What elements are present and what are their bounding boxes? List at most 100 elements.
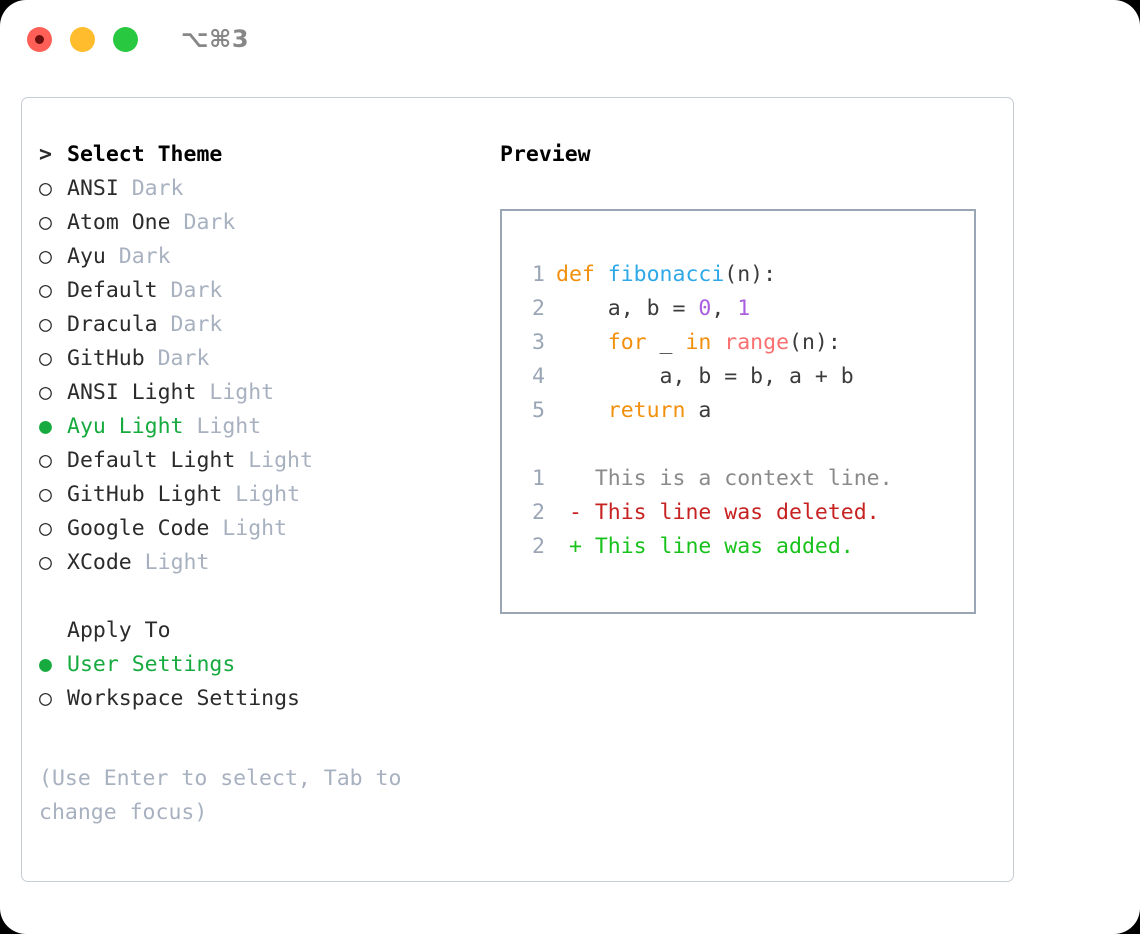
option-label: Default Light (67, 448, 236, 473)
apply-to-header-label: Apply To (67, 618, 171, 643)
maximize-window-button[interactable] (113, 26, 138, 52)
radio-selected-icon: ● (39, 414, 52, 439)
radio-unselected-icon: ○ (39, 176, 52, 201)
code-token: (n): (789, 330, 841, 355)
code-token: a, b = b, a + b (556, 364, 854, 389)
option-variant-label: Light (209, 516, 288, 541)
radio-selected-icon: ● (39, 652, 52, 677)
option-label: Workspace Settings (67, 686, 300, 711)
radio-unselected-icon: ○ (39, 210, 52, 235)
code-token: def (556, 262, 608, 287)
option-variant-label: Light (196, 380, 275, 405)
diff-line-1: 2 - This line was deleted. (502, 496, 974, 530)
theme-option-8[interactable]: ○ Default Light Light (39, 444, 479, 478)
code-line-0: 1 def fibonacci(n): (502, 258, 974, 292)
line-number: 2 (532, 500, 545, 525)
option-variant-label: Dark (157, 312, 223, 337)
theme-option-2[interactable]: ○Ayu Dark (39, 240, 479, 274)
radio-unselected-icon: ○ (39, 516, 52, 541)
minimize-window-button[interactable] (70, 26, 95, 52)
theme-option-1[interactable]: ○Atom One Dark (39, 206, 479, 240)
code-line-3: 4 a, b = b, a + b (502, 360, 974, 394)
diff-line-0: 1 This is a context line. (502, 462, 974, 496)
line-number: 1 (532, 262, 545, 287)
code-token: return (556, 398, 686, 423)
preview-title: Preview (500, 142, 591, 167)
apply-option-1[interactable]: ○ Workspace Settings (39, 682, 479, 716)
theme-list: ○ANSI Dark○Atom One Dark○Ayu Dark○Defaul… (39, 172, 479, 580)
theme-option-3[interactable]: ○Default Dark (39, 274, 479, 308)
line-number: 2 (532, 296, 545, 321)
option-label: Atom One (67, 210, 171, 235)
option-label: ANSI (67, 176, 119, 201)
radio-unselected-icon: ○ (39, 686, 52, 711)
theme-option-9[interactable]: ○ GitHub Light Light (39, 478, 479, 512)
radio-unselected-icon: ○ (39, 550, 52, 575)
apply-option-0[interactable]: ● User Settings (39, 648, 479, 682)
code-token: _ (646, 330, 686, 355)
record-indicator-icon (35, 34, 44, 44)
radio-unselected-icon: ○ (39, 482, 52, 507)
option-label: User Settings (67, 652, 236, 677)
code-line-1: 2 a, b = 0, 1 (502, 292, 974, 326)
select-theme-header-label: Select Theme (67, 142, 223, 167)
code-token: range (724, 330, 790, 355)
section-spacer (39, 580, 479, 614)
diff-snippet: 1 This is a context line.2 - This line w… (502, 462, 974, 564)
window-controls (27, 26, 138, 52)
theme-option-0[interactable]: ○ ANSI Dark (39, 172, 479, 206)
code-token: for (556, 330, 647, 355)
code-token: a, b = (556, 296, 699, 321)
option-variant-label: Dark (118, 176, 184, 201)
option-variant-label: Dark (157, 278, 223, 303)
keyboard-hint-text: (Use Enter to select, Tab to change focu… (39, 766, 402, 825)
code-line-4: 5 return a (502, 394, 974, 428)
main-panel: > Select Theme ○ANSI Dark○Atom One Dark○… (21, 97, 1014, 882)
radio-unselected-icon: ○ (39, 448, 52, 473)
option-variant-label: Dark (144, 346, 210, 371)
option-variant-label: Light (222, 482, 301, 507)
radio-unselected-icon: ○ (39, 312, 52, 337)
code-token: a (685, 398, 712, 423)
line-number: 2 (532, 534, 545, 559)
line-number: 1 (532, 466, 545, 491)
keyboard-shortcut-label: ⌥⌘3 (181, 25, 250, 53)
diff-line-2: 2 + This line was added. (502, 530, 974, 564)
theme-picker-column: > Select Theme ○ANSI Dark○Atom One Dark○… (39, 138, 479, 716)
title-bar: ⌥⌘3 (0, 0, 1140, 78)
code-token: fibonacci (607, 262, 725, 287)
option-label: ANSI Light (67, 380, 197, 405)
code-token: + This line was added. (556, 534, 854, 559)
option-label: Ayu Light (67, 414, 184, 439)
code-token: , (711, 296, 738, 321)
option-variant-label: Light (183, 414, 262, 439)
option-label: GitHub Light (67, 482, 223, 507)
option-label: Dracula (67, 312, 158, 337)
theme-option-11[interactable]: ○ XCode Light (39, 546, 479, 580)
theme-option-6[interactable]: ○ ANSI Light Light (39, 376, 479, 410)
theme-option-5[interactable]: ○ GitHub Dark (39, 342, 479, 376)
theme-option-7[interactable]: ● Ayu Light Light (39, 410, 479, 444)
theme-option-10[interactable]: ○ Google Code Light (39, 512, 479, 546)
option-label: Default (67, 278, 158, 303)
theme-option-4[interactable]: ○ Dracula Dark (39, 308, 479, 342)
close-window-button[interactable] (27, 26, 52, 52)
code-token: (n): (724, 262, 777, 287)
radio-unselected-icon: ○ (39, 244, 52, 269)
code-token: in (685, 330, 725, 355)
select-theme-header: > Select Theme (39, 138, 479, 172)
radio-unselected-icon: ○ (39, 380, 52, 405)
option-label: XCode (67, 550, 132, 575)
option-variant-label: Light (131, 550, 210, 575)
code-token: 1 (737, 296, 751, 321)
option-label: Google Code (67, 516, 210, 541)
line-number: 3 (532, 330, 545, 355)
apply-to-list: ● User Settings ○ Workspace Settings (39, 648, 479, 716)
option-variant-label: Light (235, 448, 313, 473)
radio-unselected-icon: ○ (39, 346, 52, 371)
option-label: GitHub (67, 346, 145, 371)
